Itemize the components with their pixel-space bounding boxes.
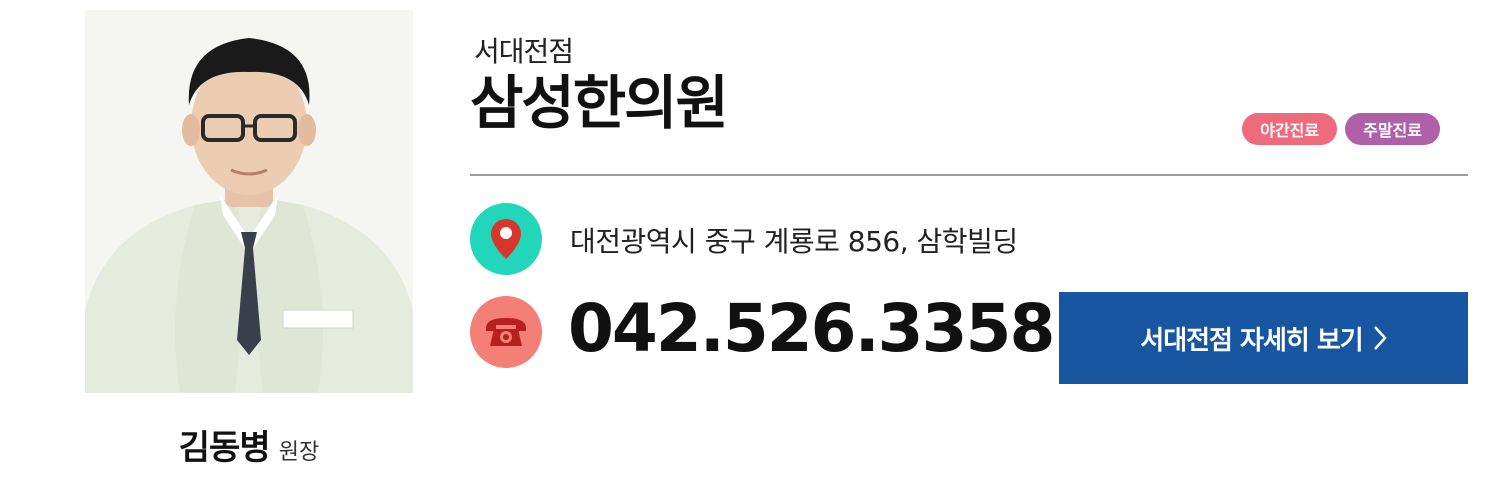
divider	[470, 174, 1468, 176]
phone-number[interactable]: 042.526.3358	[568, 290, 1055, 367]
doctor-title: 원장	[278, 440, 320, 465]
branch-detail-label: 서대전점 자세히 보기	[1140, 325, 1363, 356]
weekend-clinic-badge: 주말진료	[1345, 113, 1440, 145]
location-circle	[470, 203, 542, 275]
doctor-caption: 김동병 원장	[85, 420, 413, 469]
doctor-photo	[85, 10, 413, 393]
doctor-name: 김동병	[178, 428, 271, 468]
doctor-portrait-illustration	[85, 10, 413, 393]
branch-name: 서대전점	[474, 35, 574, 68]
night-clinic-badge: 야간진료	[1242, 113, 1338, 145]
telephone-icon	[486, 318, 526, 346]
clinic-address: 대전광역시 중구 계룡로 856, 삼학빌딩	[570, 225, 1018, 258]
phone-circle	[470, 296, 542, 368]
location-pin-icon	[491, 219, 521, 259]
branch-detail-button[interactable]: 서대전점 자세히 보기	[1059, 292, 1468, 384]
chevron-right-icon	[1373, 326, 1387, 350]
service-badges: 야간진료 주말진료	[1242, 113, 1440, 145]
clinic-name: 삼성한의원	[470, 69, 729, 137]
